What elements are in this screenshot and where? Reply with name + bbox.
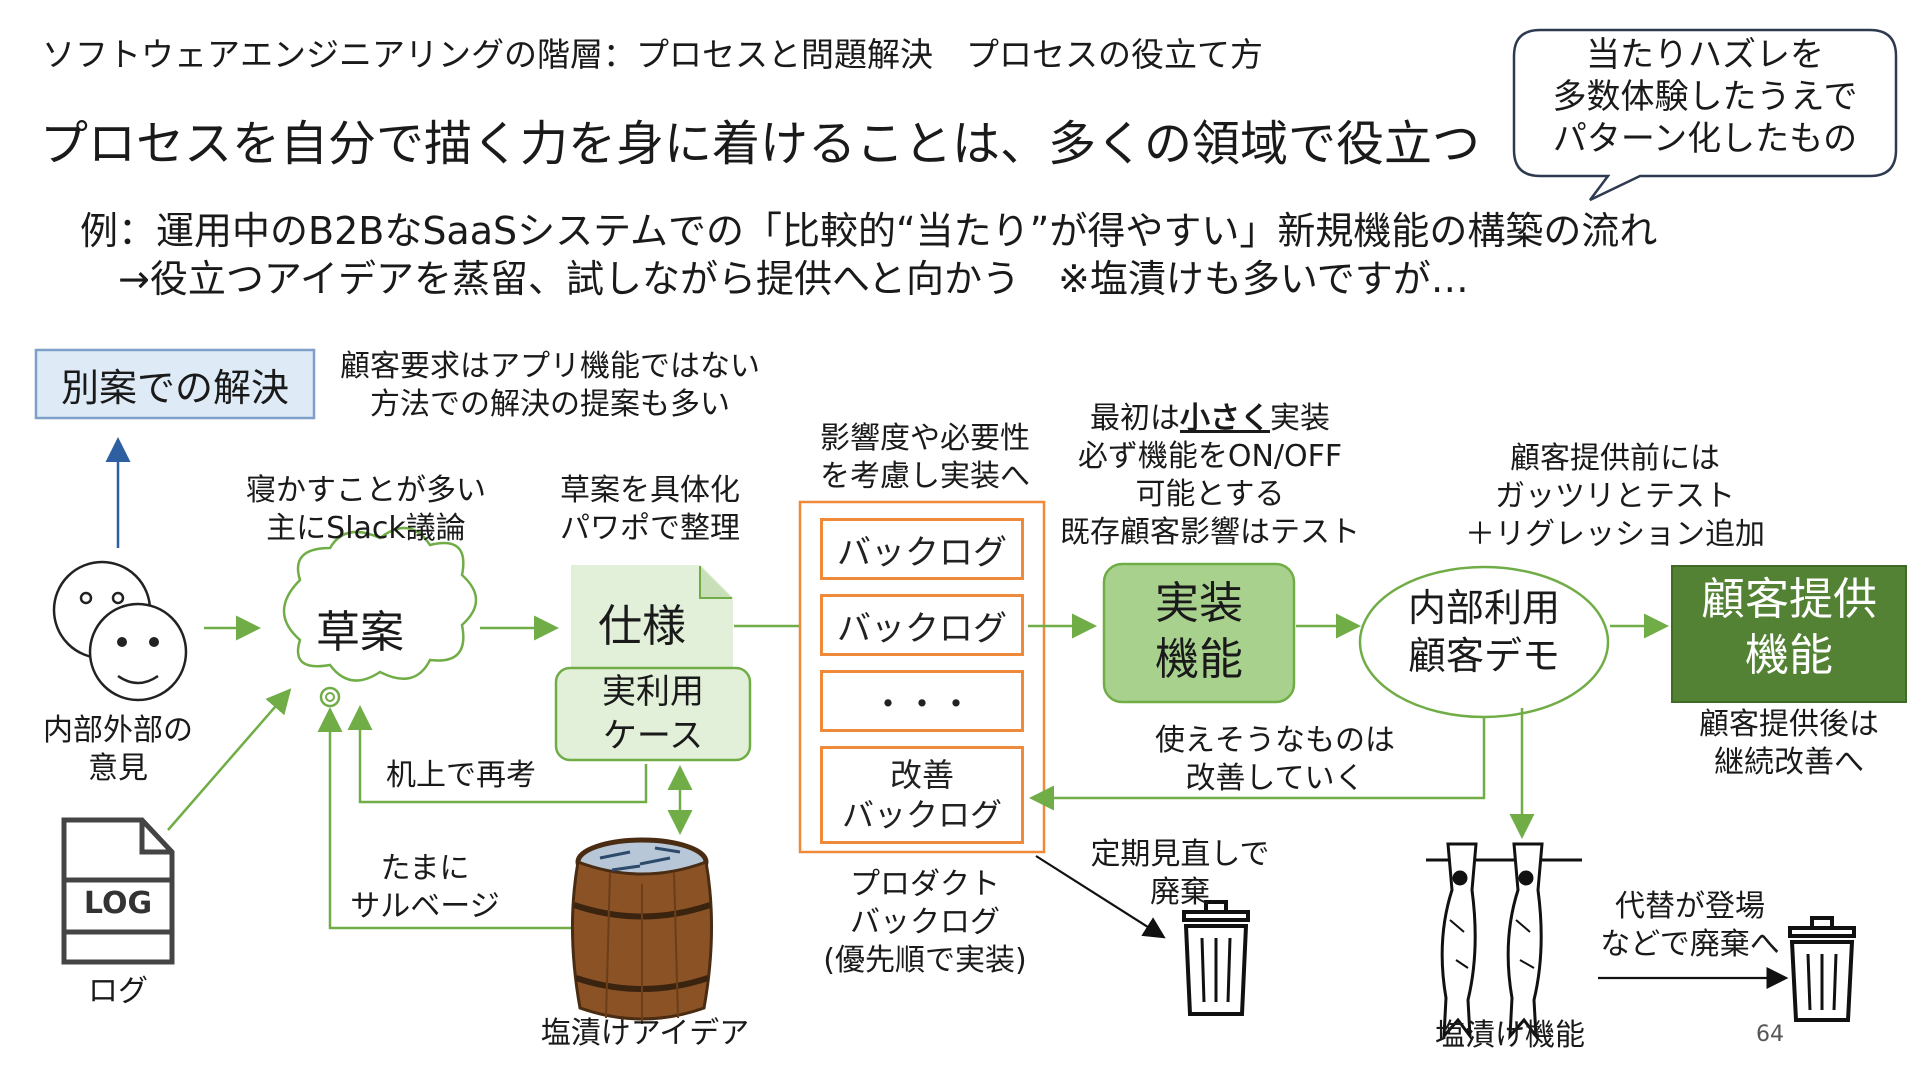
opinions-label: 内部外部の 意見 <box>43 713 193 786</box>
draft-label: 草案 <box>316 607 404 658</box>
log-file-icon <box>61 817 175 965</box>
log-icon-text: LOG <box>83 886 153 921</box>
trash-can-icon-backlog <box>1182 900 1250 1016</box>
alt-solution-note: 顧客要求はアプリ機能ではない 方法での解決の提案も多い <box>340 349 760 422</box>
improve-note: 使えそうなものは 改善していく <box>1155 723 1395 796</box>
released-label: 顧客提供 機能 <box>1701 574 1877 681</box>
backlog-item-ellipsis: ・・・ <box>820 670 1024 732</box>
rethink-label: 机上で再考 <box>386 758 536 793</box>
arrow-rethink-loop <box>347 705 648 804</box>
callout-text: 当たりハズレを 多数体験したうえで パターン化したもの <box>1552 35 1858 159</box>
implemented-box <box>1102 562 1296 704</box>
spec-label: 仕様 <box>598 601 686 652</box>
discard-note: 定期見直しで 廃棄 <box>1090 837 1270 910</box>
arrow-salvage-loop <box>317 707 580 930</box>
backlog-note: 影響度や必要性 を考慮し実装へ <box>820 421 1030 494</box>
alt-solution-box <box>34 348 316 420</box>
breadcrumb: ソフトウェアエンジニアリングの階層：プロセスと問題解決 プロセスの役立て方 <box>42 35 1263 74</box>
salted-ideas-barrel-icon <box>570 837 714 1024</box>
released-box <box>1671 565 1907 703</box>
replace-note: 代替が登場 などで廃棄へ <box>1600 889 1780 962</box>
product-backlog-label: プロダクト バックログ (優先順で実装) <box>823 867 1027 978</box>
usecase-label: 実利用 ケース <box>602 672 704 756</box>
implement-note: 最初は小さく実装 必ず機能をON/OFF 可能とする 既存顧客影響はテスト <box>1060 401 1360 550</box>
salvage-label: たまに サルベージ <box>350 851 500 924</box>
alt-solution-label: 別案での解決 <box>60 366 289 410</box>
after-release-note: 顧客提供後は 継続改善へ <box>1699 707 1879 780</box>
implemented-label: 実装 機能 <box>1155 578 1243 685</box>
draft-note: 寝かすことが多い 主にSlack議論 <box>246 473 486 546</box>
usecase-box <box>554 666 752 762</box>
spec-document <box>571 565 733 681</box>
salted-features-icon <box>1426 842 1582 1041</box>
log-label: ログ <box>88 974 148 1009</box>
backlog-item: バックログ <box>820 594 1024 656</box>
draft-cloud <box>282 526 478 682</box>
page-title: プロセスを自分で描く力を身に着けることは、多くの領域で役立つ <box>40 116 1481 172</box>
release-note: 顧客提供前には ガッツリとテスト ＋リグレッション追加 <box>1465 441 1765 552</box>
spec-note: 草案を具体化 パワポで整理 <box>560 473 740 546</box>
example-line-2: →役立つアイデアを蒸留、試しながら提供へと向かう ※塩漬けも多いですが… <box>118 257 1469 301</box>
demo-label: 内部利用 顧客デモ <box>1407 586 1560 678</box>
salted-ideas-label: 塩漬けアイデア <box>540 1016 750 1051</box>
backlog-item: バックログ <box>820 518 1024 580</box>
example-line-1: 例：運用中のB2BなSaaSシステムでの「比較的“当たり”が得やすい」新規機能の… <box>80 209 1658 253</box>
improvement-backlog-item: 改善 バックログ <box>820 746 1024 844</box>
page-number: 64 <box>1756 1022 1784 1047</box>
arrow-backlog-to-trash <box>1035 855 1166 939</box>
trash-can-icon-released <box>1788 916 1856 1022</box>
arrow-improve-loop <box>1029 716 1486 811</box>
arrow-log-to-draft <box>167 688 292 831</box>
salted-features-label: 塩漬け機能 <box>1435 1018 1585 1053</box>
people-icon <box>52 560 188 702</box>
